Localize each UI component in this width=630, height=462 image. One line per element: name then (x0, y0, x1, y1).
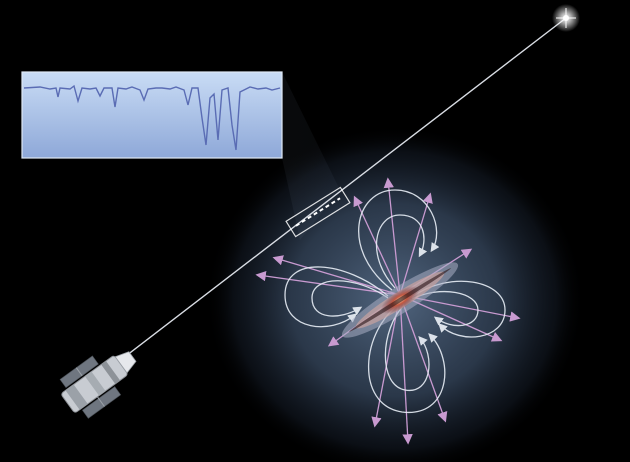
absorption-spectrum-panel (21, 71, 283, 159)
circulation-loops (284, 189, 506, 413)
galaxy-icon (341, 262, 459, 338)
sightline-highlight-box (285, 186, 351, 238)
absorption-spectrum-line (23, 84, 281, 151)
quasar-icon (552, 4, 580, 32)
telescope-icon (59, 351, 137, 419)
